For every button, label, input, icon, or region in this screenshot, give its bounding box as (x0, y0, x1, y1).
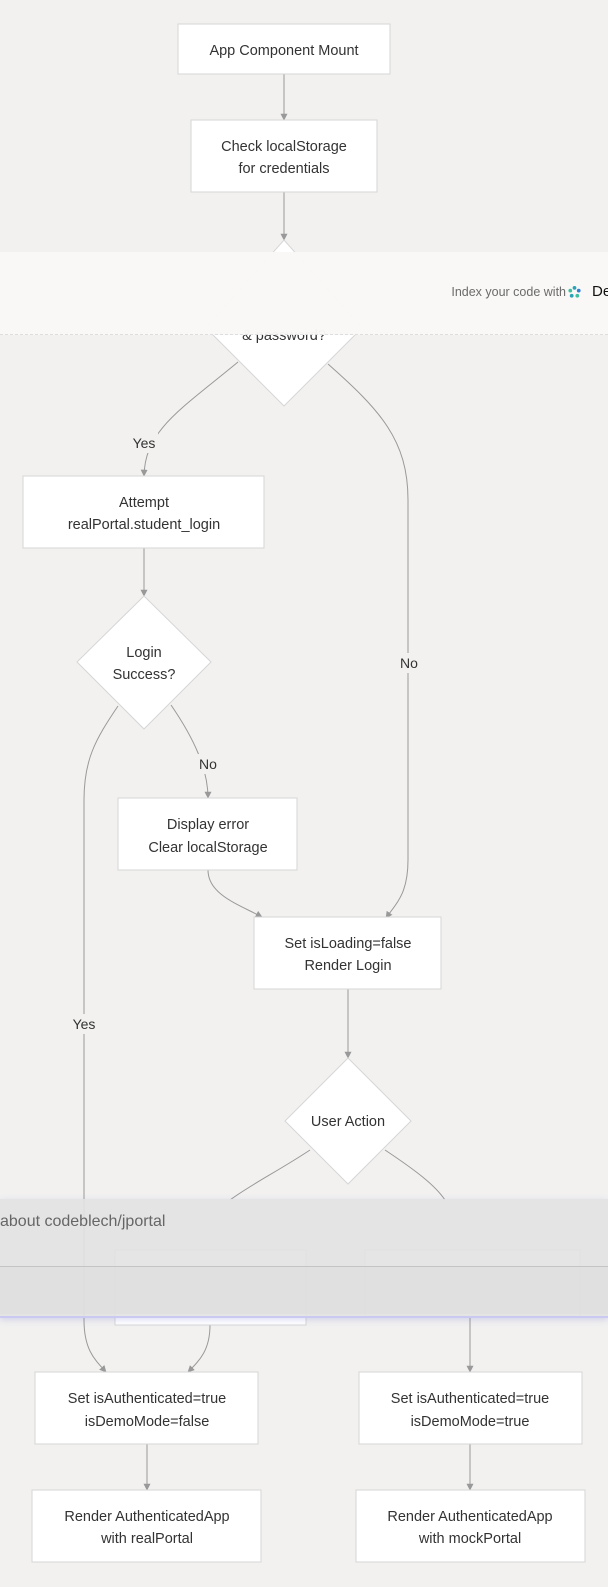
node-auth-demo-label-1: Set isAuthenticated=true (391, 1391, 549, 1407)
node-auth-real-label-2: isDemoMode=false (85, 1414, 210, 1430)
edge-error-to-renderlogin (207, 869, 263, 918)
node-app-mock-label-1: Render AuthenticatedApp (387, 1509, 552, 1525)
edge-label-yes-creds: Yes (133, 435, 156, 451)
node-check-label-1: Check localStorage (221, 139, 347, 155)
edge-useraction-left (229, 1149, 311, 1201)
ask-bar[interactable]: about codeblech/jportal (0, 1199, 608, 1318)
node-render-login-label-1: Set isLoading=false (285, 936, 412, 952)
node-auth-demo-label-2: isDemoMode=true (411, 1414, 530, 1430)
node-mount (177, 23, 391, 75)
ask-divider (0, 1266, 608, 1267)
edge-decision-no (327, 363, 409, 919)
node-login-label-2: Success? (113, 667, 176, 683)
node-user-action-label: User Action (311, 1114, 385, 1130)
node-display-error (117, 797, 298, 871)
node-attempt-label-1: Attempt (119, 495, 169, 511)
ask-lower-panel (0, 1267, 608, 1314)
node-error-label-1: Display error (167, 817, 249, 833)
edge-label-login-yes: Yes (73, 1016, 96, 1032)
node-user-action (284, 1057, 412, 1185)
node-error-label-2: Clear localStorage (148, 840, 267, 856)
node-attempt-label-2: realPortal.student_login (68, 517, 220, 533)
brand-name[interactable]: De (592, 283, 608, 300)
node-app-mock (355, 1489, 586, 1563)
node-auth-demo (358, 1371, 583, 1445)
node-app-real-label-1: Render AuthenticatedApp (64, 1509, 229, 1525)
node-check-label-2: for credentials (238, 161, 329, 177)
node-app-real-label-2: with realPortal (100, 1531, 193, 1547)
node-app-mock-label-2: with mockPortal (418, 1531, 521, 1547)
node-login-success (76, 595, 212, 730)
edge-label-no-creds: No (400, 655, 418, 671)
ask-input-placeholder[interactable]: about codeblech/jportal (0, 1213, 166, 1230)
node-mount-label: App Component Mount (209, 43, 358, 59)
node-auth-real-label-1: Set isAuthenticated=true (68, 1391, 226, 1407)
node-render-login (253, 916, 442, 990)
edge-login-yes (83, 705, 119, 1373)
node-render-login-label-2: Render Login (304, 958, 391, 974)
deepwiki-logo-icon[interactable] (567, 285, 582, 300)
index-banner-text: Index your code with (451, 285, 566, 299)
edge-decision-yes (140, 361, 239, 477)
index-banner: Index your code with De (0, 252, 608, 335)
edge-loginform-to-authreal (187, 1324, 211, 1373)
edge-login-no (170, 704, 212, 799)
node-check-storage (190, 119, 378, 193)
node-login-label-1: Login (126, 645, 161, 661)
edge-label-login-no: No (199, 756, 217, 772)
node-attempt-login (22, 475, 265, 549)
node-auth-real (34, 1371, 259, 1445)
node-app-real (31, 1489, 262, 1563)
edge-useraction-right (384, 1149, 446, 1201)
